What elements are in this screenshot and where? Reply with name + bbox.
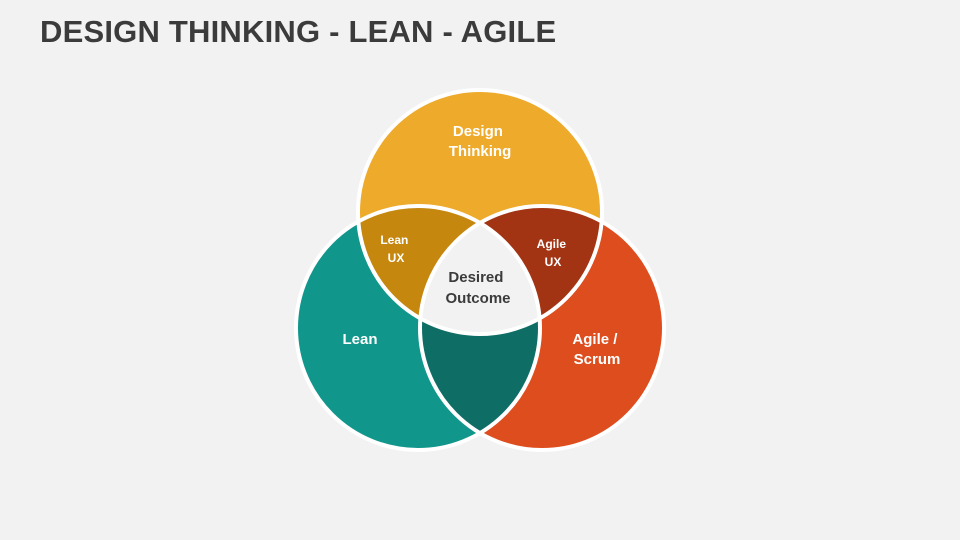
lean-ux-label: Lean UX [380,233,411,265]
agile-scrum-label: Agile / Scrum [572,331,621,368]
desired-outcome-region [420,206,540,334]
agile-ux-label: Agile UX [537,237,570,269]
venn-outlines [294,88,666,452]
page-title: DESIGN THINKING - LEAN - AGILE [40,14,557,49]
lean-label: Lean [342,331,377,348]
design-thinking-label: Design Thinking [449,123,512,160]
desired-outcome-label: Desired Outcome [445,269,510,307]
